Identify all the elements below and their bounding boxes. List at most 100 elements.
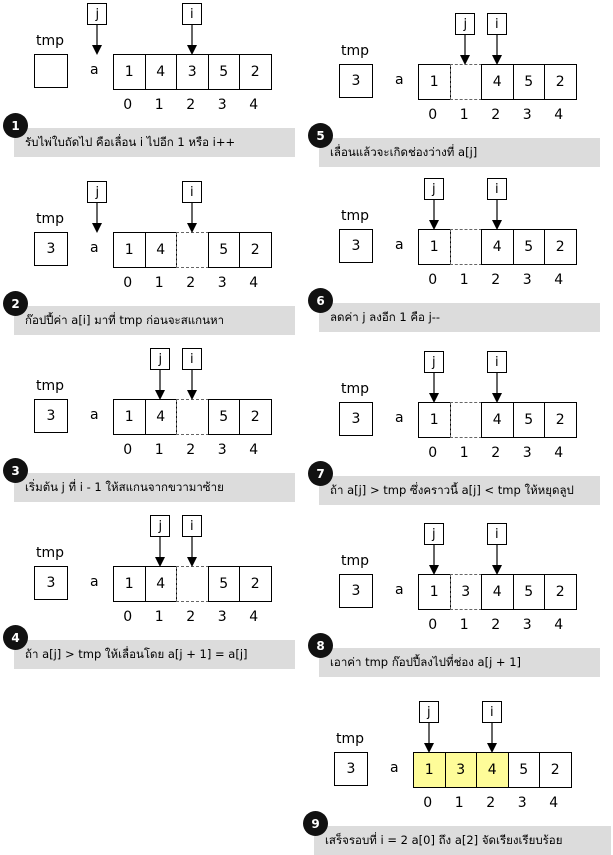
array-label: a — [90, 574, 99, 590]
tmp-box: 3 — [34, 232, 68, 266]
down-arrow-icon — [92, 203, 103, 233]
index-label: 0 — [428, 617, 438, 633]
array-cell: 2 — [544, 229, 577, 265]
tmp-label: tmp — [336, 731, 365, 747]
i-pointer-label: i — [181, 3, 202, 25]
i-pointer-label: i — [481, 701, 502, 723]
index-label: 1 — [459, 617, 469, 633]
array-cell: 5 — [507, 752, 540, 788]
array-cell: 1 — [418, 574, 451, 610]
index-label: 0 — [123, 442, 133, 458]
j-pointer-label: j — [455, 13, 476, 35]
j-pointer-label: j — [423, 523, 444, 545]
step-note: เอาค่า tmp ก๊อปปี้ลงไปที่ช่อง a[j + 1] — [319, 648, 600, 677]
i-pointer-label: i — [486, 351, 507, 373]
step-note: ถ้า a[j] > tmp ให้เลื่อนโดย a[j + 1] = a… — [14, 640, 295, 669]
array-cell: 3 — [449, 574, 482, 610]
index-label: 3 — [217, 609, 227, 625]
array-cell: 4 — [481, 574, 514, 610]
index-label: 2 — [186, 442, 196, 458]
i-pointer-label: i — [486, 523, 507, 545]
tmp-label: tmp — [341, 553, 370, 569]
index-label: 4 — [549, 795, 559, 811]
index-label: 1 — [154, 275, 164, 291]
tmp-label: tmp — [36, 211, 65, 227]
j-pointer-label: j — [150, 515, 171, 537]
down-arrow-icon — [460, 35, 471, 65]
index-label: 1 — [154, 442, 164, 458]
i-pointer-label: i — [486, 178, 507, 200]
tmp-box — [34, 54, 68, 88]
array-cell — [176, 399, 209, 435]
tmp-label: tmp — [36, 545, 65, 561]
j-pointer-label: j — [423, 351, 444, 373]
array-cell: 2 — [544, 402, 577, 438]
down-arrow-icon — [491, 545, 502, 575]
j-pointer-label: j — [418, 701, 439, 723]
index-label: 0 — [428, 107, 438, 123]
tmp-label: tmp — [341, 208, 370, 224]
index-label: 3 — [217, 275, 227, 291]
index-label: 3 — [522, 445, 532, 461]
j-pointer: j — [150, 515, 171, 567]
down-arrow-icon — [186, 370, 197, 400]
step-number-badge: 3 — [3, 458, 28, 483]
index-label: 3 — [217, 442, 227, 458]
array-cell: 1 — [113, 232, 146, 268]
down-arrow-icon — [491, 200, 502, 230]
index-label: 2 — [186, 609, 196, 625]
tmp-box: 3 — [339, 64, 373, 98]
index-label: 2 — [491, 107, 501, 123]
step-number-badge: 1 — [3, 113, 28, 138]
j-pointer: j — [423, 351, 444, 403]
j-pointer-label: j — [87, 3, 108, 25]
array-cell: 5 — [207, 566, 240, 602]
array-cell: 2 — [239, 232, 272, 268]
j-pointer-label: j — [87, 181, 108, 203]
array-cell: 2 — [544, 574, 577, 610]
down-arrow-icon — [491, 35, 502, 65]
array-cell: 5 — [512, 574, 545, 610]
index-label: 0 — [428, 272, 438, 288]
step-number-badge: 6 — [308, 288, 333, 313]
down-arrow-icon — [428, 200, 439, 230]
array-cell: 3 — [176, 54, 209, 90]
down-arrow-icon — [186, 25, 197, 55]
j-pointer: j — [150, 348, 171, 400]
index-label: 0 — [123, 275, 133, 291]
j-pointer: j — [423, 178, 444, 230]
index-label: 3 — [522, 107, 532, 123]
down-arrow-icon — [186, 203, 197, 233]
step-number-badge: 8 — [308, 633, 333, 658]
step-note: ก๊อปปี้ค่า a[i] มาที่ tmp ก่อนจะสแกนหา — [14, 306, 295, 335]
array-label: a — [395, 237, 404, 253]
array-label: a — [90, 62, 99, 78]
array-cell: 4 — [481, 402, 514, 438]
index-label: 3 — [217, 97, 227, 113]
down-arrow-icon — [92, 25, 103, 55]
j-pointer: j — [87, 3, 108, 55]
step-note: เลื่อนแล้วจะเกิดช่องว่างที่ a[j] — [319, 138, 600, 167]
array-cell: 5 — [207, 232, 240, 268]
down-arrow-icon — [428, 545, 439, 575]
array-cell: 1 — [113, 54, 146, 90]
array-cell: 5 — [512, 402, 545, 438]
index-label: 0 — [123, 97, 133, 113]
index-label: 1 — [459, 445, 469, 461]
array-cell: 5 — [512, 64, 545, 100]
step-number-badge: 5 — [308, 123, 333, 148]
tmp-box: 3 — [34, 566, 68, 600]
index-label: 2 — [491, 617, 501, 633]
array-cell: 1 — [418, 229, 451, 265]
array-cell: 1 — [413, 752, 446, 788]
index-label: 4 — [554, 107, 564, 123]
